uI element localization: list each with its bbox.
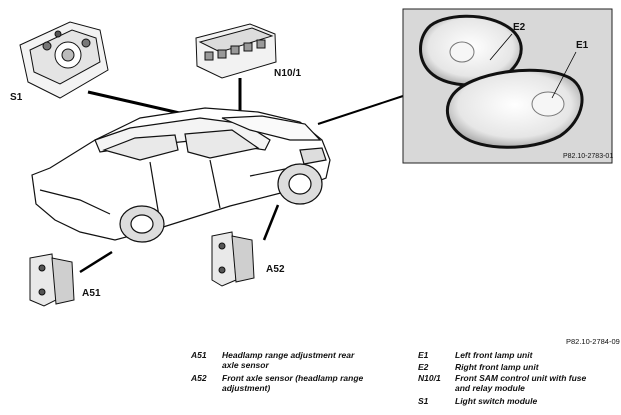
car-window-front (184, 129, 260, 159)
legend-desc: Left front lamp unit (455, 350, 533, 360)
car-illustration (31, 107, 331, 243)
rear-axle-sensor-illustration (29, 253, 75, 307)
legend-item-n10-1: N10/1 Front SAM control unit with fuse a… (418, 373, 613, 395)
leader-a51 (79, 250, 113, 274)
lamp-unit-e1-illustration (445, 68, 584, 149)
leader-lamps (317, 95, 404, 125)
figure-reference: P82.10-2784-09 (566, 337, 620, 346)
legend-desc: Right front lamp unit (455, 362, 539, 372)
label-e2: E2 (513, 22, 526, 33)
label-n10-1: N10/1 (274, 68, 302, 79)
legend-desc: Front axle sensor (headlamp range adjust… (222, 373, 364, 393)
legend-code: E2 (418, 362, 429, 372)
headlamp-inset (402, 8, 613, 164)
legend-desc: Light switch module (455, 396, 538, 406)
legend-desc: Headlamp range adjustment rear axle sens… (222, 350, 355, 370)
label-e1: E1 (576, 40, 589, 51)
legend-code: E1 (418, 350, 429, 360)
legend-code: A51 (191, 350, 207, 360)
light-switch-module-illustration (19, 21, 109, 99)
label-s1: S1 (10, 92, 23, 103)
legend-item-a52: A52 Front axle sensor (headlamp range ad… (191, 373, 391, 395)
leader-a52 (262, 204, 280, 241)
car-hood (221, 115, 322, 141)
legend-code: A52 (191, 373, 207, 383)
inset-reference: P82.10-2783-01 (563, 153, 614, 160)
legend-item-e2: E2 Right front lamp unit (418, 362, 608, 374)
sam-module-illustration (195, 23, 277, 79)
car-window-rear (102, 134, 179, 161)
legend-item-a51: A51 Headlamp range adjustment rear axle … (191, 350, 391, 372)
legend-code: S1 (418, 396, 429, 406)
legend-item-e1: E1 Left front lamp unit (418, 350, 608, 362)
label-a52: A52 (266, 264, 285, 275)
legend-item-s1: S1 Light switch module (418, 396, 608, 408)
legend-desc: Front SAM control unit with fuse and rel… (455, 373, 587, 393)
label-a51: A51 (82, 288, 101, 299)
front-axle-sensor-illustration (211, 231, 255, 287)
legend-code: N10/1 (418, 373, 441, 383)
car-headlamp-left (299, 147, 327, 165)
